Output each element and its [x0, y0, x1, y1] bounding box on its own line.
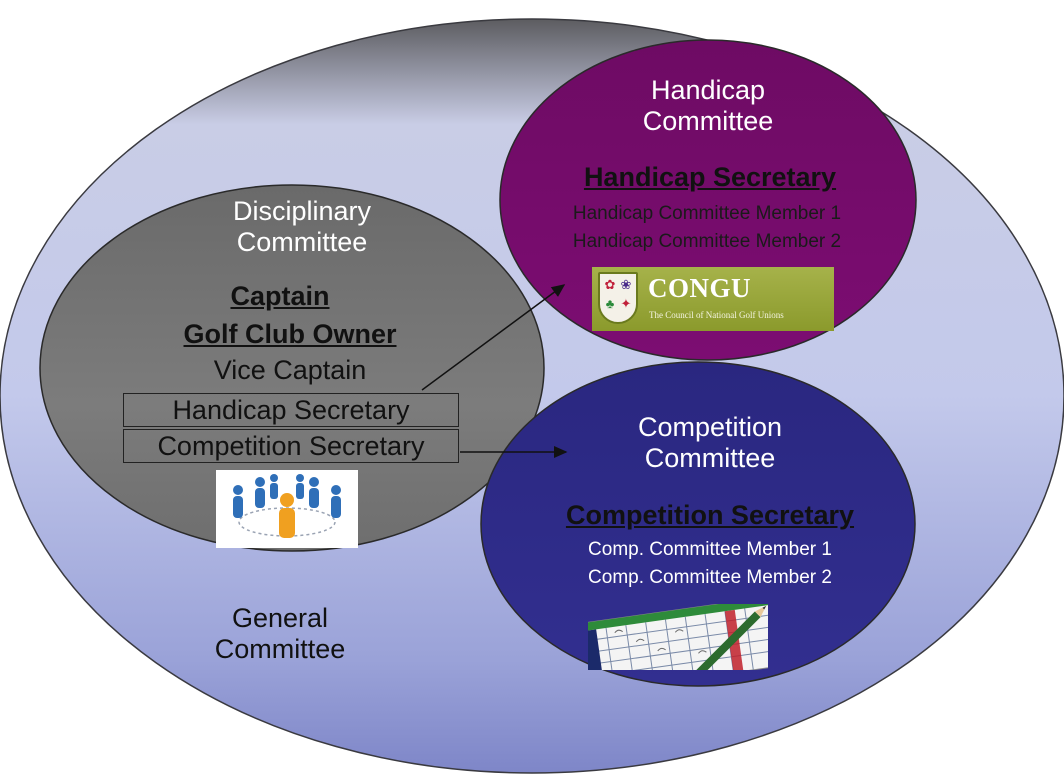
- disciplinary-member-vice-captain: Vice Captain: [213, 355, 367, 385]
- arrow-to-handicap: [421, 284, 566, 391]
- competition-committee-title: Competition Committee: [590, 412, 830, 474]
- competition-title-line2: Committee: [644, 443, 776, 474]
- competition-member-2: Comp. Committee Member 2: [588, 567, 832, 588]
- general-committee-title: General Committee: [200, 603, 360, 665]
- congu-logo: ✿ ❀ ♣ ✦ CONGU The Council of National Go…: [592, 267, 834, 331]
- general-title-line2: Committee: [214, 634, 346, 665]
- handicap-member-1: Handicap Committee Member 1: [572, 203, 842, 224]
- disciplinary-committee-ellipse: [39, 184, 545, 552]
- competition-committee-ellipse: [480, 361, 916, 687]
- handicap-committee-title: Handicap Committee: [608, 75, 808, 137]
- congu-logo-subtitle: The Council of National Golf Unions: [649, 310, 784, 320]
- competition-member-1: Comp. Committee Member 1: [588, 539, 832, 560]
- competition-title-line1: Competition: [637, 412, 783, 442]
- disciplinary-member-captain: Captain: [230, 281, 330, 311]
- congu-shield-icon: ✿ ❀ ♣ ✦: [598, 272, 638, 324]
- handicap-title-line2: Committee: [642, 106, 774, 137]
- disciplinary-member-competition-secretary: Competition Secretary: [123, 429, 459, 463]
- handicap-member-2: Handicap Committee Member 2: [572, 231, 842, 252]
- disciplinary-title-line2: Committee: [236, 227, 368, 258]
- disciplinary-member-handicap-secretary: Handicap Secretary: [123, 393, 459, 427]
- general-title-line1: General: [231, 603, 329, 633]
- handicap-secretary: Handicap Secretary: [583, 162, 837, 192]
- disciplinary-title-line1: Disciplinary: [232, 196, 372, 226]
- competition-secretary: Competition Secretary: [565, 500, 855, 530]
- congu-logo-name: CONGU: [648, 273, 751, 303]
- people-network-icon: [216, 470, 358, 548]
- handicap-title-line1: Handicap: [650, 75, 766, 105]
- golf-scorecard-icon: [588, 604, 768, 670]
- disciplinary-committee-title: Disciplinary Committee: [182, 196, 422, 258]
- disciplinary-member-golf-club-owner: Golf Club Owner: [183, 319, 397, 349]
